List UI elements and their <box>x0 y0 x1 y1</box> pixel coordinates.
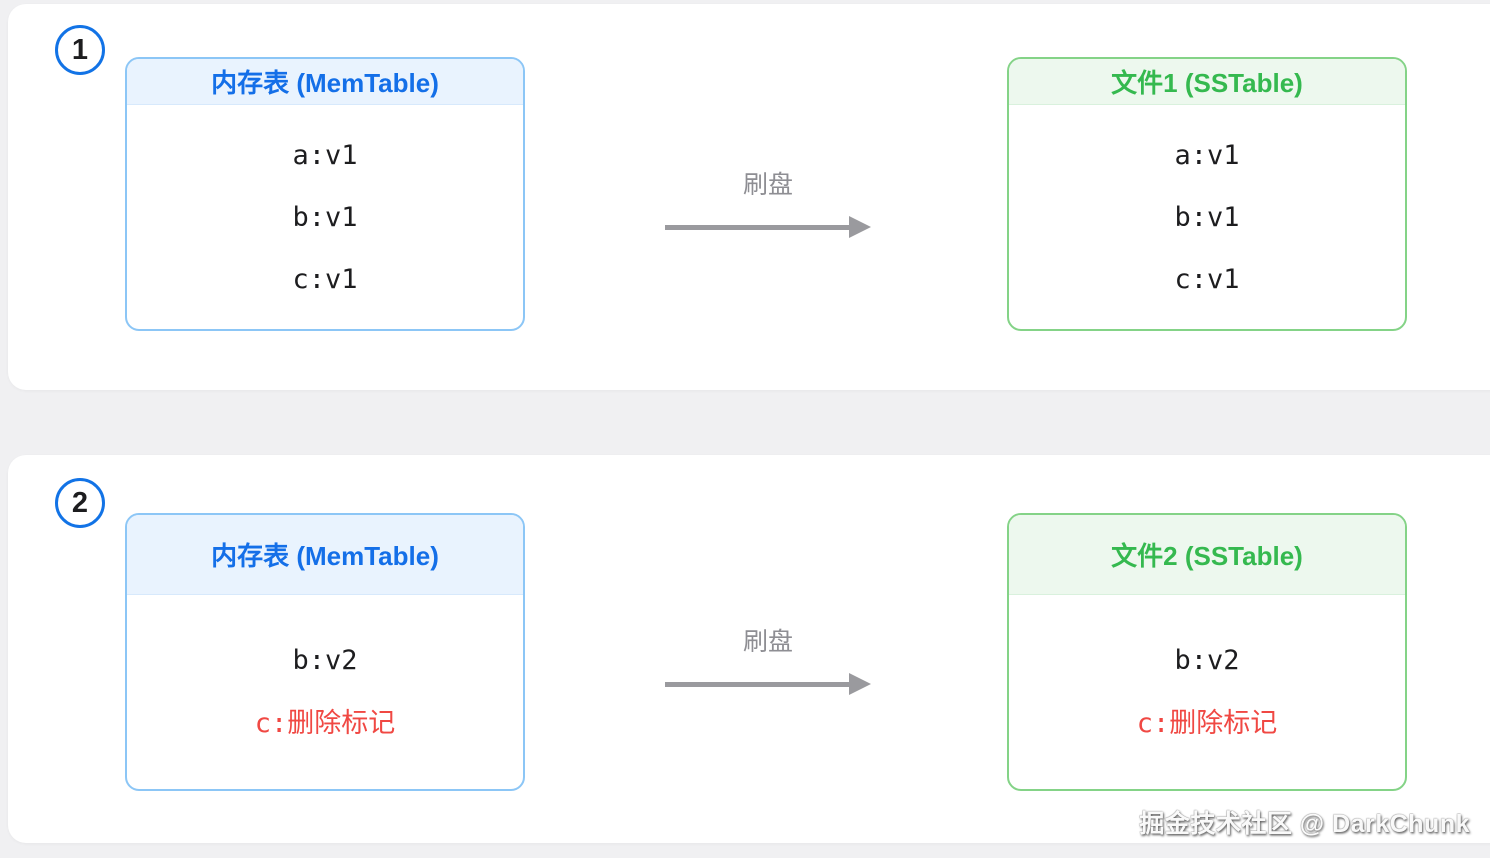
arrow-right-icon <box>665 673 871 695</box>
kv-entry: a:v1 <box>1174 139 1240 171</box>
step-1-panel: 1 内存表 (MemTable) a:v1 b:v1 c:v1 刷盘 文件1 (… <box>8 4 1490 390</box>
sstable-box-2: 文件2 (SSTable) b:v2 c:删除标记 <box>1007 513 1407 791</box>
flush-label-1: 刷盘 <box>742 171 793 199</box>
arrow-right-icon <box>665 216 871 238</box>
step-2-number-badge: 2 <box>55 478 105 528</box>
kv-entry: c:v1 <box>292 263 358 295</box>
memtable-body-1: a:v1 b:v1 c:v1 <box>127 105 523 329</box>
memtable-body-2: b:v2 c:删除标记 <box>127 595 523 789</box>
memtable-title-1: 内存表 (MemTable) <box>211 68 439 98</box>
sstable-body-2: b:v2 c:删除标记 <box>1009 595 1405 789</box>
flush-arrow-group-2: 刷盘 <box>665 627 871 695</box>
kv-entry: c:v1 <box>1174 263 1240 295</box>
kv-entry-delete-marker: c:删除标记 <box>255 706 396 741</box>
kv-entry: b:v2 <box>292 645 358 676</box>
kv-entry-key: c: <box>1136 708 1170 739</box>
kv-entry: b:v2 <box>1174 645 1240 676</box>
arrow-head <box>849 216 871 238</box>
kv-entry: b:v1 <box>1174 201 1240 233</box>
memtable-header-1: 内存表 (MemTable) <box>127 59 523 105</box>
sstable-title-2: 文件2 (SSTable) <box>1111 541 1303 571</box>
sstable-title-1: 文件1 (SSTable) <box>1111 68 1303 98</box>
step-1-number-badge: 1 <box>55 25 105 75</box>
step-2-number: 2 <box>71 486 89 519</box>
kv-entry-key: c: <box>254 708 288 739</box>
sstable-header-1: 文件1 (SSTable) <box>1009 59 1405 105</box>
memtable-box-1: 内存表 (MemTable) a:v1 b:v1 c:v1 <box>125 57 525 331</box>
memtable-header-2: 内存表 (MemTable) <box>127 515 523 595</box>
kv-entry-label: 删除标记 <box>1169 708 1278 738</box>
arrow-shaft <box>665 681 849 687</box>
watermark: 掘金技术社区 @ DarkChunk <box>1139 810 1470 838</box>
arrow-shaft <box>665 224 849 230</box>
flush-label-2: 刷盘 <box>742 628 793 656</box>
sstable-body-1: a:v1 b:v1 c:v1 <box>1009 105 1405 329</box>
memtable-title-2: 内存表 (MemTable) <box>211 541 439 571</box>
step-1-number: 1 <box>71 33 89 66</box>
memtable-box-2: 内存表 (MemTable) b:v2 c:删除标记 <box>125 513 525 791</box>
kv-entry: a:v1 <box>292 139 358 171</box>
arrow-head <box>849 673 871 695</box>
kv-entry-label: 删除标记 <box>287 708 396 738</box>
kv-entry-delete-marker: c:删除标记 <box>1137 706 1278 741</box>
sstable-header-2: 文件2 (SSTable) <box>1009 515 1405 595</box>
flush-arrow-group-1: 刷盘 <box>665 170 871 238</box>
step-2-panel: 2 内存表 (MemTable) b:v2 c:删除标记 刷盘 文件2 (SST… <box>8 455 1490 843</box>
sstable-box-1: 文件1 (SSTable) a:v1 b:v1 c:v1 <box>1007 57 1407 331</box>
kv-entry: b:v1 <box>292 201 358 233</box>
